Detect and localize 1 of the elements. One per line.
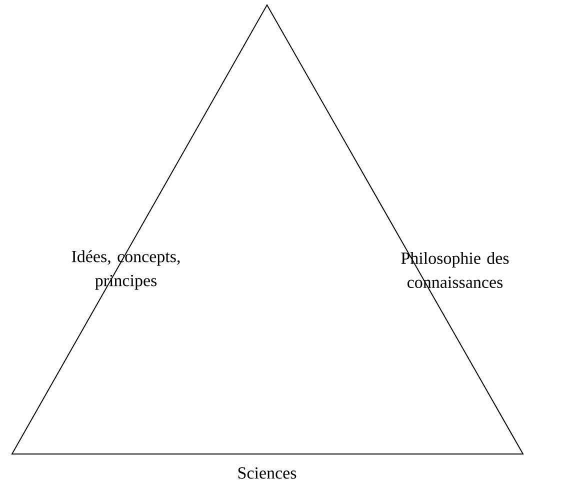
- label: Sciences: [238, 467, 296, 479]
